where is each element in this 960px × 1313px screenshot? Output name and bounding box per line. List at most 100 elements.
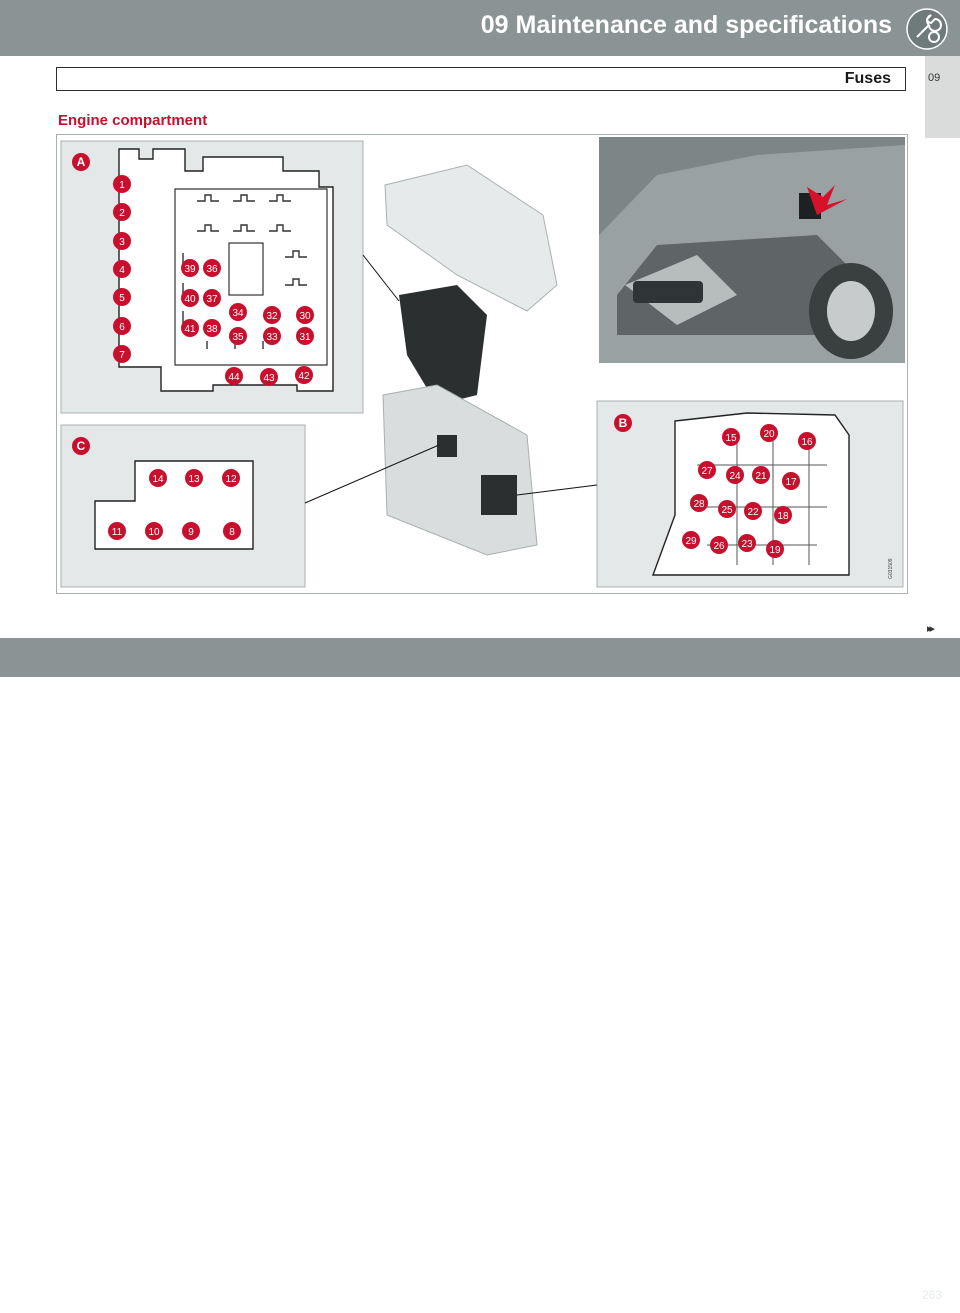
header-title: 09 Maintenance and specifications <box>480 11 892 39</box>
panel-a-badge <box>72 153 90 171</box>
fuse-number-label: 33 <box>266 332 278 343</box>
fuse-number-marker <box>181 319 199 337</box>
panel-a-box <box>118 148 334 392</box>
fuse-number-marker <box>181 259 199 277</box>
fuse-number-label: 6 <box>119 322 125 333</box>
fuse-number-label: 38 <box>206 324 218 335</box>
fuse-number-marker <box>782 472 800 490</box>
fuse-number-label: 19 <box>769 545 781 556</box>
fuse-number-label: 34 <box>232 308 244 319</box>
fuse-number-label: 36 <box>206 264 218 275</box>
fuse-number-marker <box>760 424 778 442</box>
panel-c-box <box>94 460 254 550</box>
fuse-number-label: 12 <box>225 474 237 485</box>
fuse-number-marker <box>774 506 792 524</box>
fuse-number-marker <box>718 500 736 518</box>
fuse-box-cover <box>384 164 558 312</box>
fuse-number-marker <box>710 536 728 554</box>
panel-badge-letter: A <box>77 155 86 169</box>
fuse-number-marker <box>798 432 816 450</box>
chapter-tab[interactable] <box>925 56 960 138</box>
subheading: Engine compartment <box>58 112 208 129</box>
fuse-number-label: 27 <box>701 466 713 477</box>
fuse-number-label: 9 <box>188 527 194 538</box>
fuse-number-label: 29 <box>685 536 697 547</box>
fuse-number-marker <box>766 540 784 558</box>
chapter-tab-label: 09 <box>928 72 941 84</box>
fuse-number-marker <box>260 368 278 386</box>
fuse-number-marker <box>744 502 762 520</box>
fuse-number-label: 21 <box>755 471 767 482</box>
section-title: Fuses <box>844 70 891 87</box>
fuse-number-label: 17 <box>785 477 797 488</box>
fuse-number-marker <box>263 327 281 345</box>
fuse-number-marker <box>229 303 247 321</box>
section-bar: Fuses <box>56 67 906 91</box>
fuse-number-marker <box>203 289 221 307</box>
fuse-number-marker <box>222 469 240 487</box>
fuse-number-marker <box>726 466 744 484</box>
fuse-number-label: 44 <box>228 372 240 383</box>
fuse-number-marker <box>185 469 203 487</box>
fuse-number-label: 31 <box>299 332 311 343</box>
panel-b-box <box>651 412 850 576</box>
fuse-number-marker <box>296 327 314 345</box>
fuse-number-label: 5 <box>119 293 125 304</box>
page-number: 263 <box>922 1288 943 1302</box>
fuse-number-marker <box>752 466 770 484</box>
fuse-number-marker <box>203 259 221 277</box>
fuse-number-label: 4 <box>119 265 125 276</box>
fuse-number-label: 24 <box>729 471 741 482</box>
fuse-number-marker <box>113 288 131 306</box>
fuse-number-marker <box>296 306 314 324</box>
fuse-number-marker <box>113 345 131 363</box>
fuse-number-marker <box>295 366 313 384</box>
fuse-number-label: 30 <box>299 311 311 322</box>
fuse-number-marker <box>722 428 740 446</box>
watermark: carmanualsonline.info <box>596 1287 840 1312</box>
fuse-number-label: 35 <box>232 332 244 343</box>
fuse-number-label: 14 <box>152 474 164 485</box>
fuse-number-label: 22 <box>747 507 759 518</box>
fuse-number-marker <box>698 461 716 479</box>
image-code: G031509 <box>888 558 894 579</box>
fuse-number-marker <box>203 319 221 337</box>
fuse-number-label: 25 <box>721 505 733 516</box>
panel-badge-letter: B <box>619 416 628 430</box>
fuse-number-label: 41 <box>184 324 196 335</box>
fuse-number-marker <box>229 327 247 345</box>
fuse-number-marker <box>113 232 131 250</box>
fuse-number-marker <box>113 317 131 335</box>
page-header: 09 Maintenance and specifications <box>0 0 960 56</box>
panel-b-badge <box>614 414 632 432</box>
fuse-number-marker <box>225 367 243 385</box>
fuse-number-label: 16 <box>801 437 813 448</box>
fuse-number-marker <box>690 494 708 512</box>
fuse-number-label: 1 <box>119 180 125 191</box>
fuse-number-label: 43 <box>263 373 275 384</box>
fuse-number-label: 28 <box>693 499 705 510</box>
fuse-number-label: 15 <box>725 433 737 444</box>
fuse-number-marker <box>182 522 200 540</box>
fuse-number-marker <box>181 289 199 307</box>
fuse-number-label: 2 <box>119 208 125 219</box>
fuse-number-marker <box>738 534 756 552</box>
fuse-number-label: 32 <box>266 311 278 322</box>
fuse-number-label: 39 <box>184 264 196 275</box>
fuse-number-label: 13 <box>188 474 200 485</box>
fuse-number-label: 20 <box>763 429 775 440</box>
panel-badge-letter: C <box>77 439 86 453</box>
next-page-chevrons[interactable]: ▸▸ <box>927 623 935 635</box>
fuse-block <box>399 285 487 405</box>
fuse-number-marker <box>149 469 167 487</box>
fuse-number-marker <box>113 175 131 193</box>
fuse-number-marker <box>145 522 163 540</box>
location-arrow-icon <box>807 185 847 215</box>
panel-c-badge <box>72 437 90 455</box>
fuse-number-label: 42 <box>298 371 310 382</box>
fuse-number-label: 26 <box>713 541 725 552</box>
